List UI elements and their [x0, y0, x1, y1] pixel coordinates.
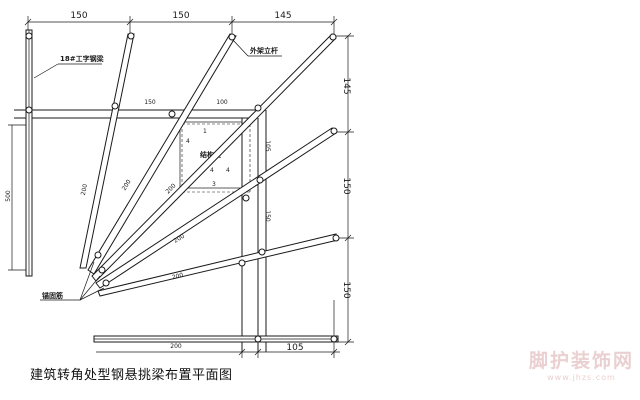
pole-marker [256, 176, 264, 184]
dim-right-3: 150 [341, 281, 351, 298]
svg-text:4: 4 [186, 138, 190, 145]
fan-beam-1 [79, 33, 135, 269]
pole-marker [332, 234, 340, 242]
pole-marker [25, 32, 33, 40]
dim-left-span: 500 [5, 190, 12, 202]
dim-inner-top-2: 100 [216, 99, 228, 106]
dim-top-2: 150 [172, 11, 189, 21]
beam-length-a: 200 [80, 183, 89, 196]
watermark-main: 脚护装饰网 [528, 350, 634, 372]
watermark-sub: www.jhzs.com [547, 373, 616, 382]
label-i-beam: 18#工字钢梁 [60, 54, 105, 63]
label-anchor-ring: 锚固筋 [42, 291, 63, 300]
dim-bottom-left: 200 [170, 343, 182, 350]
dim-col-right-2: 150 [264, 210, 271, 222]
pole-marker [98, 266, 106, 274]
pole-marker [168, 110, 176, 118]
pole-marker [258, 248, 266, 256]
dim-right-2: 150 [341, 177, 351, 194]
svg-text:3: 3 [212, 181, 216, 188]
pole-marker [238, 259, 246, 267]
pole-marker [25, 106, 33, 114]
pole-marker [102, 279, 110, 287]
top-dimension-line [24, 16, 338, 40]
pole-marker [254, 335, 262, 343]
building-outline [14, 109, 267, 352]
leader-lines [33, 39, 282, 301]
site-watermark: 脚护装饰网 www.jhzs.com [529, 346, 634, 382]
beam-length-b: 200 [121, 178, 133, 192]
fan-beam-2 [87, 33, 237, 275]
pole-marker [111, 102, 119, 110]
left-dimension-line [8, 124, 26, 271]
dim-bottom-right: 105 [286, 343, 303, 353]
dim-top-1: 150 [70, 11, 87, 21]
label-outer-pole: 外架立杆 [250, 46, 278, 55]
drawing-caption: 建筑转角处型钢悬挑梁布置平面图 [30, 368, 233, 383]
pole-marker [127, 32, 135, 40]
dim-inner-top-1: 150 [144, 99, 156, 106]
bottom-horizontal-beam [93, 335, 339, 343]
dim-col-right-1: 105 [264, 140, 271, 152]
svg-text:4: 4 [226, 167, 230, 174]
svg-text:4: 4 [210, 167, 214, 174]
pole-marker [330, 127, 338, 135]
svg-text:1: 1 [203, 128, 207, 135]
fan-beams [79, 33, 339, 297]
label-corner-column: 结构柱 [199, 150, 221, 159]
pole-marker [94, 251, 102, 259]
left-vertical-beam [25, 29, 33, 277]
pole-marker [228, 33, 236, 41]
dim-right-1: 145 [341, 77, 351, 94]
dim-top-3: 145 [274, 11, 291, 21]
pole-marker [254, 104, 262, 112]
outer-poles [25, 32, 340, 343]
pole-marker [242, 194, 250, 202]
pole-marker [329, 33, 337, 41]
beam-length-e: 200 [171, 272, 184, 282]
pole-marker [330, 335, 338, 343]
